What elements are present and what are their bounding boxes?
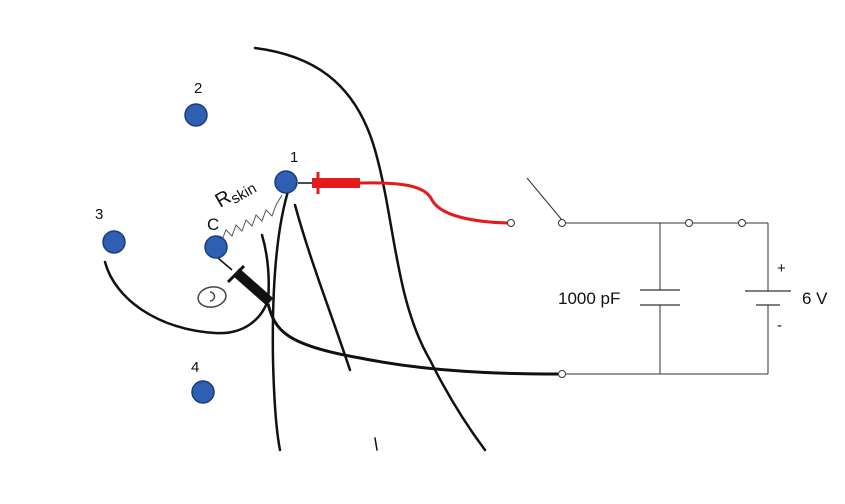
electrode-label-4: 4 <box>191 359 199 376</box>
capacitor <box>640 289 680 306</box>
electrode-label-c: C <box>207 215 219 234</box>
terminal-node-1 <box>685 219 693 227</box>
battery-plus-label: + <box>777 260 786 277</box>
electrode-label-1: 1 <box>290 149 298 166</box>
terminal-red-lead <box>507 219 515 227</box>
body-outline <box>103 46 487 452</box>
terminals <box>507 219 746 378</box>
electrode-4 <box>191 380 215 404</box>
torso-contour-outer <box>253 46 487 452</box>
electrode-label-3: 3 <box>95 206 103 223</box>
electrode-c <box>204 235 228 259</box>
battery <box>745 290 791 306</box>
terminal-node-2 <box>738 219 746 227</box>
skin-resistor <box>221 194 283 241</box>
red-probe <box>298 172 509 225</box>
torso-contour-inner <box>271 183 292 452</box>
nipple <box>197 286 227 308</box>
electrode-2 <box>184 103 208 127</box>
black-probe <box>217 257 559 376</box>
battery-label: 6 V <box>802 289 828 308</box>
electrode-3 <box>102 230 126 254</box>
skin-fold <box>374 437 378 451</box>
terminal-black-lead <box>558 370 566 378</box>
circuit-wires <box>526 177 769 375</box>
electrodes <box>102 103 298 404</box>
electrode-label-2: 2 <box>194 80 202 97</box>
capacitor-label: 1000 pF <box>558 289 620 308</box>
resistor-label: Rskin <box>212 173 260 215</box>
torso-contour-mid <box>293 203 352 372</box>
switch-lever <box>526 177 563 221</box>
terminal-switch <box>558 219 566 227</box>
red-lead-wire <box>359 181 509 225</box>
battery-minus-label: - <box>777 317 782 334</box>
electrode-1 <box>274 170 298 194</box>
black-lead-wire <box>266 303 559 376</box>
breast-contour <box>103 233 270 335</box>
